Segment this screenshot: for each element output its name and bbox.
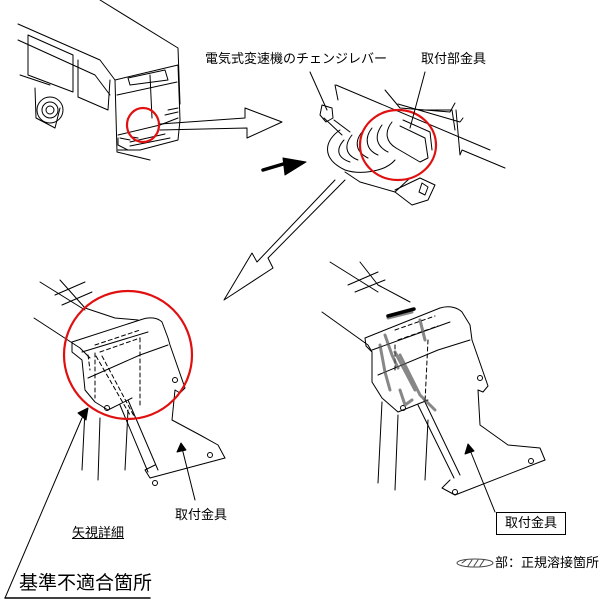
left-bracket-leader-arrow bbox=[176, 442, 196, 501]
solid-arrow-icon bbox=[261, 157, 307, 176]
bracket-left-label: 取付金具 bbox=[175, 508, 228, 523]
leader-line-change-lever bbox=[309, 71, 328, 111]
weld-marks bbox=[378, 310, 437, 412]
bracket-right-label: 取付金具 bbox=[496, 512, 567, 535]
right-bracket-detail bbox=[321, 261, 546, 496]
change-lever-label: 電気式変速機のチェンジレバー bbox=[205, 52, 388, 67]
bus-highlight-circle bbox=[125, 106, 161, 144]
change-lever-illustration bbox=[319, 84, 506, 206]
nonconforming-highlight-circle bbox=[62, 289, 194, 421]
arrow-bus-to-lever bbox=[159, 107, 283, 139]
weld-legend-label: 部：正規溶接箇所 bbox=[495, 556, 600, 571]
arrow-view-detail-label: 矢視詳細 bbox=[72, 526, 125, 541]
nonconforming-label: 基準不適合箇所 bbox=[19, 572, 153, 594]
nonconforming-leader-arrow bbox=[4, 407, 151, 599]
left-bracket-detail bbox=[33, 279, 226, 486]
bracket-top-label: 取付部金具 bbox=[421, 52, 487, 67]
bus-illustration bbox=[17, 0, 181, 161]
leader-line-bracket-top bbox=[409, 71, 426, 129]
arrow-lever-to-detail bbox=[223, 179, 346, 301]
right-bracket-leader-arrow bbox=[464, 443, 496, 513]
weld-legend-swatch bbox=[456, 558, 494, 568]
lever-highlight-circle bbox=[358, 108, 438, 182]
